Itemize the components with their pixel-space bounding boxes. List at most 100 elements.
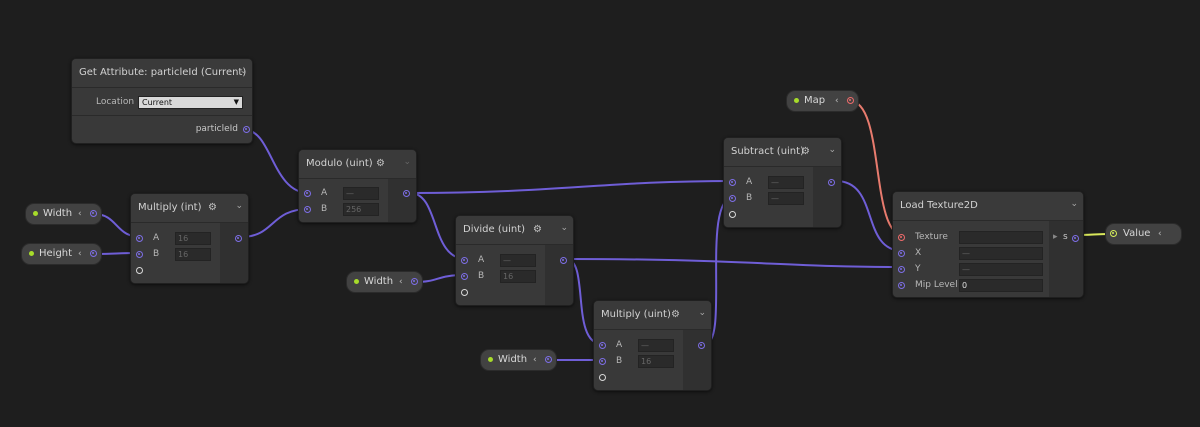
add-input-port[interactable]: [461, 288, 468, 296]
get-attribute-node[interactable]: Get Attribute: particleId (Current) ⌄ Lo…: [71, 58, 253, 144]
location-select[interactable]: Current ▼: [138, 96, 243, 109]
chevron-down-icon[interactable]: ⌄: [1070, 199, 1078, 209]
input-field-a[interactable]: 16: [175, 231, 211, 245]
node-header[interactable]: Get Attribute: particleId (Current) ⌄: [72, 59, 252, 88]
input-port-b[interactable]: [304, 205, 311, 213]
multiply-int-node[interactable]: Multiply (int) ⚙ ⌄ A 16 B 16: [130, 193, 249, 284]
output-port[interactable]: [698, 342, 705, 349]
parameter-label: Map: [804, 95, 826, 106]
width-parameter-2[interactable]: Width ‹: [346, 271, 423, 293]
output-port[interactable]: [235, 235, 242, 242]
input-column: A — B —: [724, 167, 813, 227]
input-field-a[interactable]: —: [768, 175, 804, 189]
input-field-b[interactable]: 16: [638, 354, 674, 368]
input-port-y[interactable]: [898, 265, 905, 273]
expand-triangle-icon[interactable]: ▸: [1053, 232, 1058, 242]
node-header[interactable]: Multiply (uint) ⚙ ⌄: [594, 301, 711, 330]
input-port-x[interactable]: [898, 249, 905, 257]
input-field-a[interactable]: —: [343, 186, 379, 200]
input-port[interactable]: [1110, 230, 1117, 237]
location-row: Location Current ▼: [72, 88, 252, 116]
input-field-a[interactable]: —: [500, 253, 536, 267]
output-port[interactable]: [560, 257, 567, 264]
gear-icon[interactable]: ⚙: [208, 202, 217, 213]
wire-divide-to-load-y: [565, 258, 904, 268]
input-port-texture[interactable]: [898, 233, 905, 241]
input-port-b[interactable]: [599, 357, 606, 365]
node-header[interactable]: Multiply (int) ⚙ ⌄: [131, 194, 248, 223]
output-port[interactable]: [90, 210, 97, 217]
output-port[interactable]: [545, 356, 552, 363]
chevron-down-icon[interactable]: ⌄: [698, 308, 706, 318]
input-column: Texture X — Y — Mip Level 0: [893, 221, 1049, 297]
gear-icon[interactable]: ⚙: [533, 224, 542, 235]
output-column: ▸ s: [1049, 221, 1083, 297]
input-column: A — B 16: [594, 330, 683, 390]
texture-object-field[interactable]: [959, 230, 1043, 244]
input-field-b[interactable]: 256: [343, 202, 379, 216]
width-parameter-3[interactable]: Width ‹: [480, 349, 557, 371]
node-title: Multiply (uint): [601, 309, 671, 320]
value-parameter[interactable]: Value ‹: [1105, 223, 1182, 245]
chevron-down-icon[interactable]: ⌄: [235, 201, 243, 211]
chevron-down-icon[interactable]: ⌄: [828, 145, 836, 155]
input-field-mip-level[interactable]: 0: [959, 278, 1043, 292]
output-port[interactable]: [90, 250, 97, 257]
node-header[interactable]: Subtract (uint) ⚙ ⌄: [724, 138, 841, 167]
output-port[interactable]: [828, 179, 835, 186]
input-port-b[interactable]: [136, 250, 143, 258]
input-label-b: B: [746, 193, 753, 203]
input-port-a[interactable]: [729, 178, 736, 186]
modulo-uint-node[interactable]: Modulo (uint) ⚙ ⌄ A — B 256: [298, 149, 417, 223]
gear-icon[interactable]: ⚙: [801, 146, 810, 157]
input-row-mip-level: Mip Level 0: [893, 277, 1049, 293]
height-parameter[interactable]: Height ‹: [21, 243, 102, 265]
input-port-a[interactable]: [304, 189, 311, 197]
map-parameter[interactable]: Map ‹: [786, 90, 859, 112]
input-port-a[interactable]: [461, 256, 468, 264]
width-parameter-1[interactable]: Width ‹: [25, 203, 102, 225]
gear-icon[interactable]: ⚙: [376, 158, 385, 169]
multiply-uint-node[interactable]: Multiply (uint) ⚙ ⌄ A — B 16: [593, 300, 712, 391]
gear-icon[interactable]: ⚙: [671, 309, 680, 320]
input-row-texture: Texture: [893, 229, 1049, 245]
add-input-port[interactable]: [729, 210, 736, 218]
input-port-a[interactable]: [136, 234, 143, 242]
output-port[interactable]: [847, 97, 854, 104]
node-header[interactable]: Load Texture2D ⌄: [893, 192, 1083, 221]
node-title: Subtract (uint): [731, 146, 804, 157]
input-port-b[interactable]: [461, 272, 468, 280]
input-row-b: B 16: [594, 353, 683, 369]
output-port[interactable]: [411, 278, 418, 285]
load-texture2d-node[interactable]: Load Texture2D ⌄ Texture X — Y — Mip Lev…: [892, 191, 1084, 298]
input-label-b: B: [153, 249, 160, 259]
divide-uint-node[interactable]: Divide (uint) ⚙ ⌄ A — B 16: [455, 215, 574, 306]
node-body: Texture X — Y — Mip Level 0 ▸ s: [893, 221, 1083, 297]
chevron-down-icon[interactable]: ⌄: [560, 223, 568, 233]
subtract-uint-node[interactable]: Subtract (uint) ⚙ ⌄ A — B —: [723, 137, 842, 228]
input-field-b[interactable]: —: [768, 191, 804, 205]
input-field-y[interactable]: —: [959, 262, 1043, 276]
input-port-a[interactable]: [599, 341, 606, 349]
chevron-down-icon[interactable]: ⌄: [239, 66, 247, 76]
add-input-port[interactable]: [599, 373, 606, 381]
input-field-x[interactable]: —: [959, 246, 1043, 260]
node-title: Multiply (int): [138, 202, 202, 213]
output-port[interactable]: [1072, 235, 1079, 242]
input-field-b[interactable]: 16: [175, 247, 211, 261]
node-header[interactable]: Modulo (uint) ⚙ ⌄: [299, 150, 416, 179]
input-label-a: A: [478, 255, 485, 265]
input-port-b[interactable]: [729, 194, 736, 202]
chevron-down-icon[interactable]: ⌄: [403, 157, 411, 167]
input-row-a: A —: [299, 185, 388, 201]
input-field-b[interactable]: 16: [500, 269, 536, 283]
input-label-x: X: [915, 248, 922, 258]
output-port[interactable]: [243, 126, 250, 133]
input-row-a: A —: [724, 174, 813, 190]
input-port-mip-level[interactable]: [898, 281, 905, 289]
add-input-port[interactable]: [136, 266, 143, 274]
input-field-a[interactable]: —: [638, 338, 674, 352]
input-row-a: A 16: [131, 230, 220, 246]
output-port[interactable]: [403, 190, 410, 197]
node-header[interactable]: Divide (uint) ⚙ ⌄: [456, 216, 573, 245]
